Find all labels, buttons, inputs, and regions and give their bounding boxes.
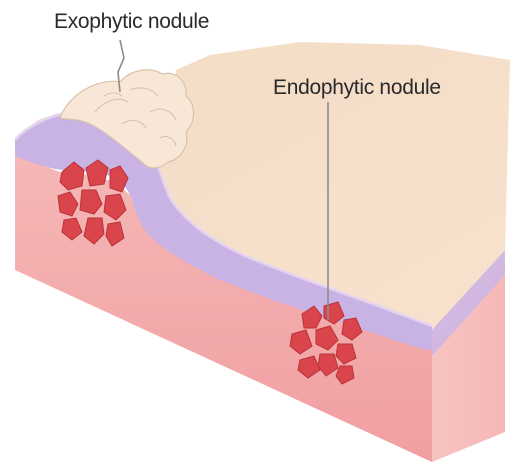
exophytic-nodule-cell-cluster	[58, 160, 128, 246]
exophytic-nodule-label: Exophytic nodule	[54, 10, 209, 33]
endophytic-nodule-label: Endophytic nodule	[273, 76, 441, 99]
